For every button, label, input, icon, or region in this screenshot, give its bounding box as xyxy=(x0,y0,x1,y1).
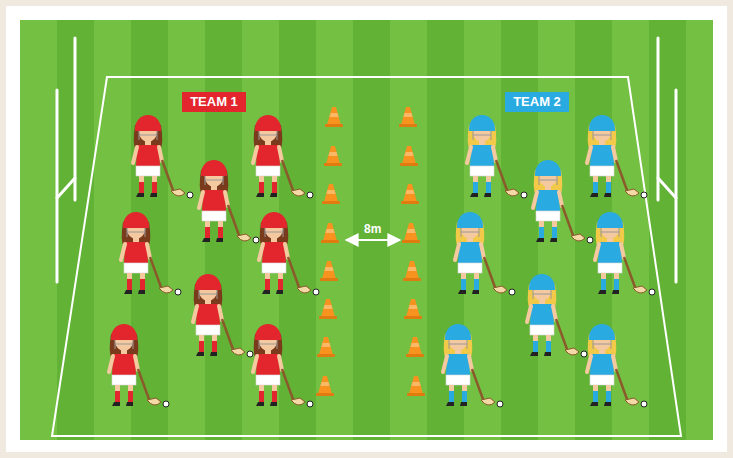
red-player xyxy=(199,160,259,243)
team-label: TEAM 1 xyxy=(182,92,246,112)
distance-arrow xyxy=(346,239,400,241)
distance-label: 8m xyxy=(364,222,381,236)
cone xyxy=(320,261,338,281)
cone xyxy=(401,184,419,204)
blue-player xyxy=(595,212,655,295)
red-player xyxy=(253,115,313,198)
cone xyxy=(407,376,425,396)
team-red-players xyxy=(109,115,319,407)
team-name: TEAM 2 xyxy=(513,94,561,110)
cone xyxy=(404,299,422,319)
team-blue-players xyxy=(443,115,655,407)
blue-player xyxy=(467,115,527,198)
cone xyxy=(317,337,335,357)
cone xyxy=(321,223,339,243)
red-player xyxy=(121,212,181,295)
cone xyxy=(406,337,424,357)
cone xyxy=(322,184,340,204)
cone xyxy=(319,299,337,319)
blue-player xyxy=(443,324,503,407)
cone xyxy=(399,107,417,127)
blue-player xyxy=(455,212,515,295)
red-player xyxy=(259,212,319,295)
cone xyxy=(316,376,334,396)
cone xyxy=(324,146,342,166)
frame xyxy=(6,6,727,452)
blue-player xyxy=(587,324,647,407)
cone xyxy=(402,223,420,243)
blue-player xyxy=(527,274,587,357)
goal-posts xyxy=(57,38,676,282)
grass-field xyxy=(20,20,713,440)
blue-player xyxy=(587,115,647,198)
red-player xyxy=(193,274,253,357)
blue-player xyxy=(533,160,593,243)
pitch-lines xyxy=(52,77,681,436)
red-player xyxy=(133,115,193,198)
cone xyxy=(400,146,418,166)
red-player xyxy=(109,324,169,407)
cone xyxy=(325,107,343,127)
cones xyxy=(316,107,425,396)
team-label: TEAM 2 xyxy=(505,92,569,112)
red-player xyxy=(253,324,313,407)
team-name: TEAM 1 xyxy=(190,94,238,110)
cone xyxy=(403,261,421,281)
